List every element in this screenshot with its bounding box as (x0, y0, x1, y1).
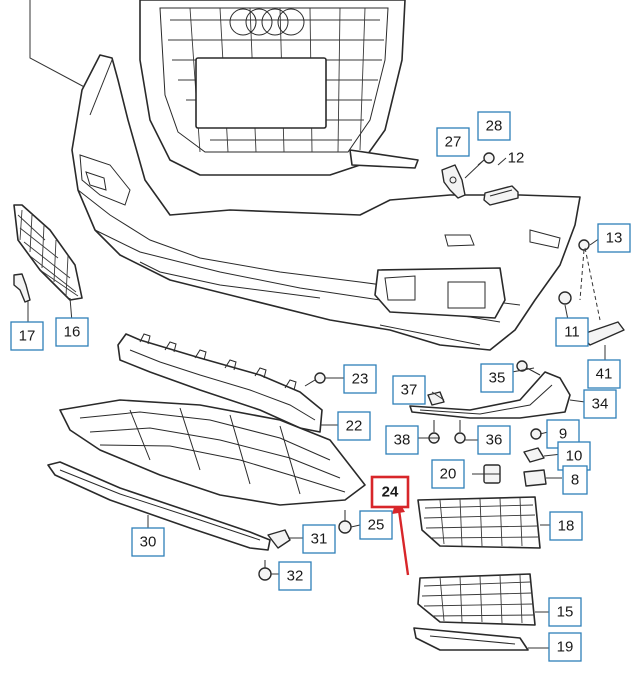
svg-text:24: 24 (382, 484, 399, 501)
label-37: 37 (392, 375, 426, 405)
label-38: 38 (385, 425, 419, 455)
svg-text:36: 36 (486, 432, 503, 449)
label-41: 41 (587, 359, 621, 389)
label-28: 28 (477, 111, 511, 141)
label-31: 31 (302, 524, 336, 554)
svg-text:13: 13 (606, 230, 623, 247)
svg-text:37: 37 (401, 382, 418, 399)
label-35: 35 (480, 363, 514, 393)
label-17: 17 (10, 321, 44, 351)
label-16: 16 (55, 317, 89, 347)
svg-text:12: 12 (508, 150, 525, 167)
bracket-31 (267, 529, 291, 549)
svg-text:10: 10 (566, 448, 583, 465)
clip-17 (13, 273, 31, 303)
svg-text:32: 32 (287, 568, 304, 585)
label-20: 20 (431, 459, 465, 489)
screw-25 (338, 510, 352, 534)
spoiler-30 (47, 461, 271, 551)
label-22: 22 (337, 411, 371, 441)
svg-text:25: 25 (368, 517, 385, 534)
grille-18 (417, 496, 541, 549)
label-23: 23 (343, 364, 377, 394)
svg-text:31: 31 (311, 531, 328, 548)
trim-34 (409, 371, 571, 419)
svg-text:34: 34 (592, 396, 609, 413)
svg-text:16: 16 (64, 324, 81, 341)
cover-12 (483, 185, 519, 206)
leader-grille (29, 0, 91, 91)
svg-text:20: 20 (440, 466, 457, 483)
label-34: 34 (583, 389, 617, 419)
screw-13 (578, 239, 590, 251)
screw-23 (304, 372, 326, 387)
label-8: 8 (562, 465, 588, 495)
clip-9 (530, 428, 542, 440)
label-18: 18 (549, 511, 583, 541)
clip-10 (523, 447, 545, 463)
upper-grille (139, 0, 419, 176)
svg-text:38: 38 (394, 432, 411, 449)
carrier-22 (117, 333, 323, 433)
clip-11 (558, 291, 572, 305)
label-15: 15 (548, 597, 582, 627)
undertray-24 (59, 399, 366, 506)
screw-38 (428, 420, 440, 444)
label-27: 27 (436, 127, 470, 157)
label-13: 13 (597, 223, 631, 253)
bracket-27 (441, 164, 466, 199)
svg-text:8: 8 (571, 472, 579, 489)
svg-text:15: 15 (557, 604, 574, 621)
label-11: 11 (555, 317, 589, 347)
svg-text:27: 27 (445, 134, 462, 151)
label-32: 32 (278, 561, 312, 591)
svg-text:18: 18 (558, 518, 575, 535)
svg-text:35: 35 (489, 370, 506, 387)
svg-text:9: 9 (559, 426, 567, 443)
bumper-cover (71, 54, 581, 351)
svg-text:22: 22 (346, 418, 363, 435)
svg-text:11: 11 (564, 324, 580, 341)
left-grille-insert (13, 204, 83, 301)
cap-8 (523, 469, 547, 487)
svg-text:28: 28 (486, 118, 503, 135)
label-24: 24 (370, 475, 410, 509)
label-10: 10 (557, 441, 591, 471)
clip-37 (427, 391, 445, 406)
screw-32 (258, 560, 272, 581)
trim-19 (413, 627, 529, 651)
label-12: 12 (508, 150, 525, 167)
svg-text:41: 41 (596, 366, 613, 383)
svg-text:19: 19 (557, 639, 574, 656)
svg-text:30: 30 (140, 534, 157, 551)
label-19: 19 (548, 632, 582, 662)
grille-15 (417, 573, 536, 626)
label-36: 36 (477, 425, 511, 455)
svg-text:17: 17 (19, 328, 36, 345)
screw-36 (454, 420, 466, 444)
screw-35 (516, 360, 541, 376)
label-30: 30 (131, 527, 165, 557)
label-25: 25 (359, 510, 393, 540)
svg-text:23: 23 (352, 371, 369, 388)
highlight-arrow (392, 498, 410, 576)
